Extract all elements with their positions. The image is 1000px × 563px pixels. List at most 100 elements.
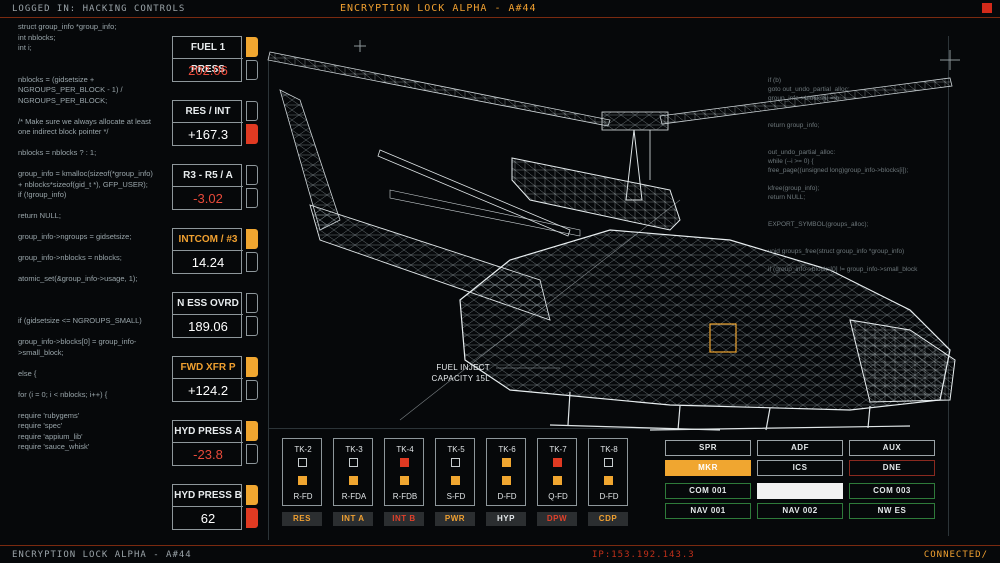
tank-tag-dpw[interactable]: DPW (537, 512, 577, 526)
encryption-title: ENCRYPTION LOCK ALPHA - A#44 (340, 3, 537, 14)
code-line (18, 64, 158, 75)
gauge-n-ess-ovrd: N ESS OVRD 189.06 (172, 292, 243, 338)
code-line: if (gidsetsize <= NGROUPS_SMALL) (18, 316, 142, 325)
tank-tag-pwr[interactable]: PWR (435, 512, 475, 526)
frame-line-right (948, 36, 949, 536)
code-line: nblocks = nblocks ? : 1; (18, 148, 97, 157)
panel-button-com-001[interactable]: COM 001 (665, 483, 751, 499)
gauge-label: INTCOM / #3 (173, 229, 243, 251)
code-line (18, 327, 158, 338)
code-line (768, 139, 958, 148)
code-line: group_info->blocks[i] = b; (768, 95, 841, 102)
code-line: goto out_undo_partial_alloc; (768, 86, 850, 93)
status-indicator-bottom[interactable] (246, 508, 258, 528)
status-indicator-top[interactable] (246, 37, 258, 57)
code-line (18, 159, 158, 170)
code-line: void groups_free(struct group_info *grou… (768, 248, 905, 255)
code-line (18, 54, 158, 65)
code-line: atomic_set(&group_info->usage, 1); (18, 274, 138, 283)
status-indicator-bottom[interactable] (246, 252, 258, 272)
code-line (18, 285, 158, 296)
close-button[interactable] (982, 3, 992, 13)
tank-status-light (502, 458, 511, 467)
panel-button-aux[interactable]: AUX (849, 440, 935, 456)
gauge-value: -3.02 (193, 191, 223, 206)
code-line (18, 358, 158, 369)
code-line (768, 211, 958, 220)
gauge-value: +124.2 (187, 383, 229, 398)
status-indicator-bottom[interactable] (246, 316, 258, 336)
code-line: while (--i >= 0) { (768, 158, 814, 165)
code-line: free_page((unsigned long)group_info->blo… (768, 167, 909, 174)
tank-tag-cdp[interactable]: CDP (588, 512, 628, 526)
status-indicator-bottom[interactable] (246, 60, 258, 80)
panel-button-mkr[interactable]: MKR (665, 460, 751, 476)
code-line (18, 400, 158, 411)
code-line (18, 379, 158, 390)
tank-feed-light (298, 476, 307, 485)
panel-button-ics[interactable]: ICS (757, 460, 843, 476)
tank-feed-label: D-FD (497, 492, 517, 501)
status-indicator-bottom[interactable] (246, 124, 258, 144)
status-indicator-top[interactable] (246, 101, 258, 121)
code-line: group_info->blocks[0] = group_info->smal… (18, 337, 137, 357)
panel-button-com-003[interactable]: COM 003 (849, 483, 935, 499)
gauge-label: N ESS OVRD (173, 293, 243, 315)
tank-feed-light (604, 476, 613, 485)
code-line (18, 306, 158, 317)
tank-tag-res[interactable]: RES (282, 512, 322, 526)
code-line: group_info->nblocks = nblocks; (18, 253, 122, 262)
code-line: return NULL; (18, 211, 61, 220)
panel-button-dne[interactable]: DNE (849, 460, 935, 476)
status-indicator-top[interactable] (246, 485, 258, 505)
code-line: return group_info; (768, 122, 820, 129)
tank-tag-int-b[interactable]: INT B (384, 512, 424, 526)
code-line: int i; (18, 43, 32, 52)
panel-button-nw-es[interactable]: NW ES (849, 503, 935, 519)
gauge-value: 62 (200, 511, 216, 526)
panel-button-nav-001[interactable]: NAV 001 (665, 503, 751, 519)
code-line (18, 106, 158, 117)
gauge-value: 189.06 (188, 319, 228, 334)
status-indicator-top[interactable] (246, 165, 258, 185)
tank-feed-label: D-FD (599, 492, 619, 501)
code-line: if (b) (768, 77, 781, 84)
footer-encryption-title: ENCRYPTION LOCK ALPHA - A#44 (12, 550, 192, 560)
tank-tag-int-a[interactable]: INT A (333, 512, 373, 526)
status-indicator-top[interactable] (246, 421, 258, 441)
code-line (768, 103, 958, 112)
frame-line-bottom (268, 428, 658, 429)
tank-feed-label: R-FD (293, 492, 313, 501)
panel-button-nav-002[interactable]: NAV 002 (757, 503, 843, 519)
panel-button-adf[interactable]: ADF (757, 440, 843, 456)
status-indicator-bottom[interactable] (246, 188, 258, 208)
tank-feed-label: Q-FD (548, 492, 568, 501)
status-indicator-top[interactable] (246, 229, 258, 249)
panel-button-spr[interactable]: SPR (665, 440, 751, 456)
tank-name: TK-7 (549, 445, 567, 454)
code-line (18, 138, 158, 149)
tank-tag-hyp[interactable]: HYP (486, 512, 526, 526)
status-indicator-bottom[interactable] (246, 380, 258, 400)
code-line: require 'appium_lib' (18, 431, 83, 441)
gauge-label: RES / INT (173, 101, 243, 123)
status-indicator-bottom[interactable] (246, 444, 258, 464)
status-indicator-top[interactable] (246, 293, 258, 313)
code-listing-right: if (b) goto out_undo_partial_alloc; group_… (768, 76, 958, 274)
tank-feed-label: S-FD (446, 492, 466, 501)
gauge-label: R3 - R5 / A (173, 165, 243, 187)
code-line: kfree(group_info); (768, 185, 820, 192)
panel-button-blank[interactable] (757, 483, 843, 499)
code-line (768, 112, 958, 121)
code-line (768, 130, 958, 139)
fuselage (459, 229, 951, 411)
status-indicator-top[interactable] (246, 357, 258, 377)
